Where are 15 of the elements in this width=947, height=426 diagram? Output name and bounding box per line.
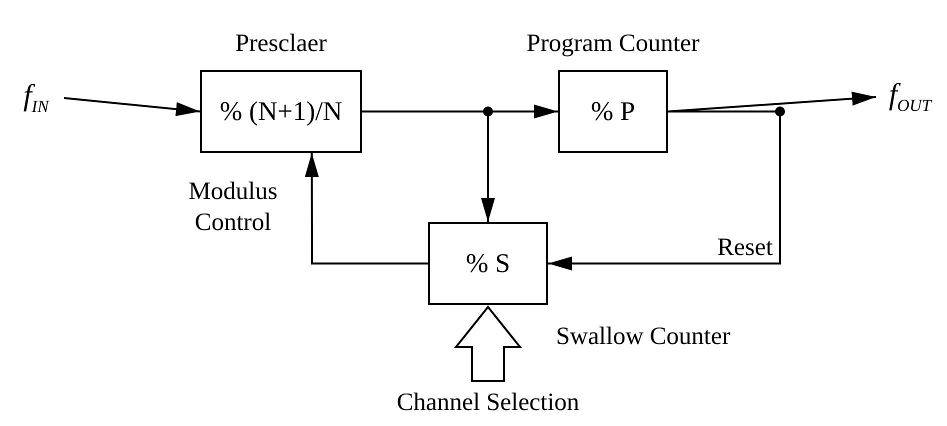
block-text: % S: [466, 248, 510, 279]
signal-label: f$_{OUT}$: [888, 78, 932, 116]
block-text: % (N+1)/N: [220, 96, 342, 127]
block-title: Program Counter: [526, 30, 700, 58]
arrow: [304, 153, 428, 264]
edge-label: Modulus Control: [188, 177, 278, 238]
arrow: [64, 97, 200, 116]
signal-label: f$_{IN}$: [23, 79, 49, 117]
block-arrow: [454, 305, 522, 382]
block-caption: Swallow Counter: [556, 323, 730, 351]
block-title: Presclaer: [235, 30, 327, 58]
input-label: Channel Selection: [396, 389, 580, 417]
block-text: % P: [590, 96, 636, 127]
arrow: [548, 110, 781, 270]
edge-label: Reset: [716, 233, 774, 263]
